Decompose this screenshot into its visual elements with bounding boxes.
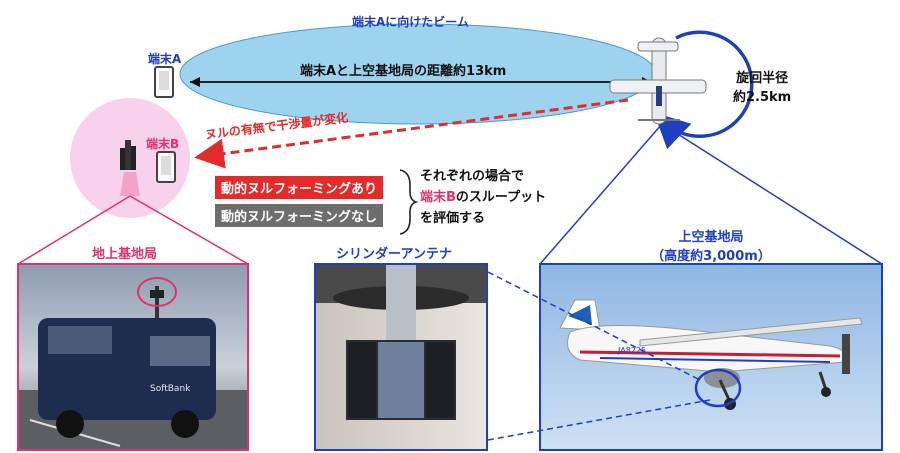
ground-antenna-icon — [120, 140, 140, 196]
turn-radius-line2: 約2.5km — [733, 90, 792, 105]
van-brand-text: SoftBank — [150, 384, 191, 394]
bracket — [399, 169, 419, 235]
ground-antenna-highlight — [137, 277, 177, 307]
zoom-line-bottom — [487, 399, 711, 441]
distance-label: 端末Aと上空基地局の距離約13km — [300, 64, 507, 79]
ground-trapezoid — [17, 195, 249, 265]
terminal-a-phone-icon — [154, 66, 174, 98]
evaluation-text: それぞれの場合で 端末Bのスループット を評価する — [420, 166, 546, 229]
turn-radius-label: 旋回半径 約2.5km — [733, 67, 791, 105]
terminal-a-label: 端末A — [148, 52, 182, 66]
tag-null-forming-off: 動的ヌルフォーミングなし — [215, 204, 384, 227]
turn-circle — [653, 30, 754, 150]
eval-line1: それぞれの場合で — [420, 169, 525, 184]
terminal-b-label: 端末B — [146, 137, 180, 151]
eval-terminal-b: 端末B — [420, 190, 456, 205]
hap-photo — [539, 263, 883, 451]
cylinder-antenna-label: シリンダーアンテナ — [336, 247, 452, 262]
plane-top-icon — [609, 37, 707, 125]
hap-antenna-highlight — [694, 368, 742, 408]
turn-radius-line1: 旋回半径 — [736, 71, 789, 86]
cylinder-photo — [314, 263, 488, 451]
hap-station-label: 上空基地局 （高度約3,000m） — [646, 226, 776, 264]
ground-station-label: 地上基地局 — [92, 247, 158, 262]
hap-station-line1: 上空基地局 — [678, 230, 744, 245]
beam-label: 端末Aに向けたビーム — [352, 15, 469, 29]
terminal-b-phone-icon — [156, 151, 176, 183]
null-arrow — [194, 98, 629, 169]
plane-registration-text: JA8225 — [618, 346, 647, 355]
eval-line3: を評価する — [420, 211, 486, 226]
tag-null-forming-on: 動的ヌルフォーミングあり — [215, 176, 384, 199]
hap-trapezoid — [539, 123, 883, 265]
eval-line2-rest: のスループット — [455, 190, 547, 205]
hap-station-line2: （高度約3,000m） — [651, 249, 771, 264]
ground-photo — [17, 263, 249, 451]
